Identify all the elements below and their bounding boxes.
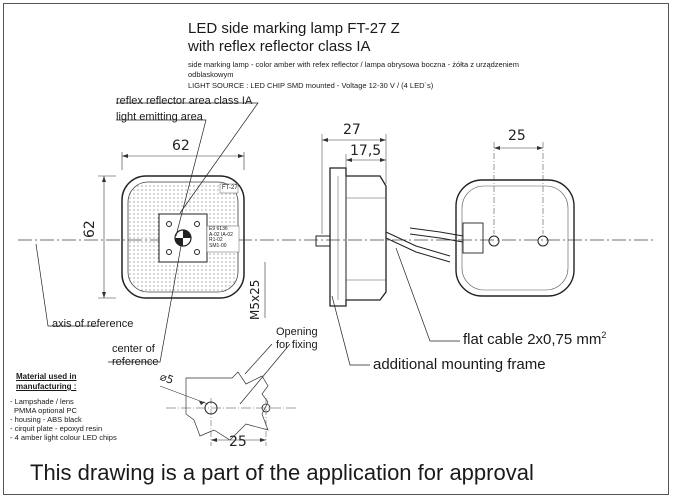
label-plate-text: E9 6136 A-02 IA-02 R1-02 SM1-00 [209,226,233,249]
flat-cable-text: flat cable 2x0,75 mm [463,331,602,348]
front-housing [121,175,245,299]
material-item: - housing - ABS black [10,415,82,424]
reflex-reflector-label: reflex reflector area class IA [116,95,253,107]
approval-label-plate [206,225,240,253]
back-view [409,142,575,297]
label-plate-line: SM1-00 [209,242,227,249]
cable-outlet [462,222,484,254]
led-chip [166,249,172,255]
opening-label-1: Opening [276,326,318,338]
center-of-reference-label-2: reference [112,356,159,368]
title-line-2: with reflex reflector class IA [188,38,371,55]
label-plate-line: A-02 IA-02 [209,231,233,238]
axis-of-reference-label: axis of reference [52,318,134,330]
title-line-1: LED side marking lamp FT-27 Z [188,20,400,37]
side-view [315,134,451,307]
dim-width-front: 62 [172,138,190,154]
material-item: - 4 amber light colour LED chips [10,433,117,442]
description-line-1: side marking lamp - color amber with ref… [188,60,519,69]
dim-height-front: 62 [82,220,98,238]
label-plate-line: R1-02 [209,237,223,243]
ft27-badge [219,183,239,194]
material-item: - Lampshade / lens [10,397,74,406]
mounting-frame-label: additional mounting frame [373,356,546,373]
footer-statement: This drawing is a part of the applicatio… [30,460,534,485]
dim-depth-body: 17,5 [350,143,382,159]
fixing-detail [159,371,296,446]
led-chip [194,249,200,255]
leader-lines [35,102,460,405]
led-chip [166,221,172,227]
led-chip [194,221,200,227]
approval-code: 6136 [216,226,228,232]
drawing-frame [3,3,669,495]
center-of-reference-label-1: center of [112,343,155,355]
material-item: - cirquit plate - epoxyd resin [10,424,103,433]
opening-label-2: for fixing [276,339,318,351]
light-emitting-label: light emitting area [116,111,203,123]
flat-cable-superscript: 2 [601,330,607,340]
fixing-hole [537,235,549,247]
approval-mark: E9 [209,226,216,232]
description-line-2: odblaskowym [188,70,234,79]
fixing-screw [315,235,331,247]
dim-hole-spacing-detail: 25 [229,434,247,450]
dim-depth-total: 27 [343,122,361,138]
lamp-badge: FT-27 [222,185,238,191]
material-item: PMMA optional PC [14,406,77,415]
front-view [98,152,245,299]
flat-cable-label: flat cable 2x0,75 mm2 [463,330,606,348]
dim-thread: M5x25 [248,279,262,320]
materials-title: Material used in manufacturing : [16,372,77,391]
dim-hole-spacing-back: 25 [508,128,526,144]
description-line-3: LIGHT SOURCE : LED CHIP SMD mounted - Vo… [188,81,434,90]
fixing-hole [488,235,500,247]
